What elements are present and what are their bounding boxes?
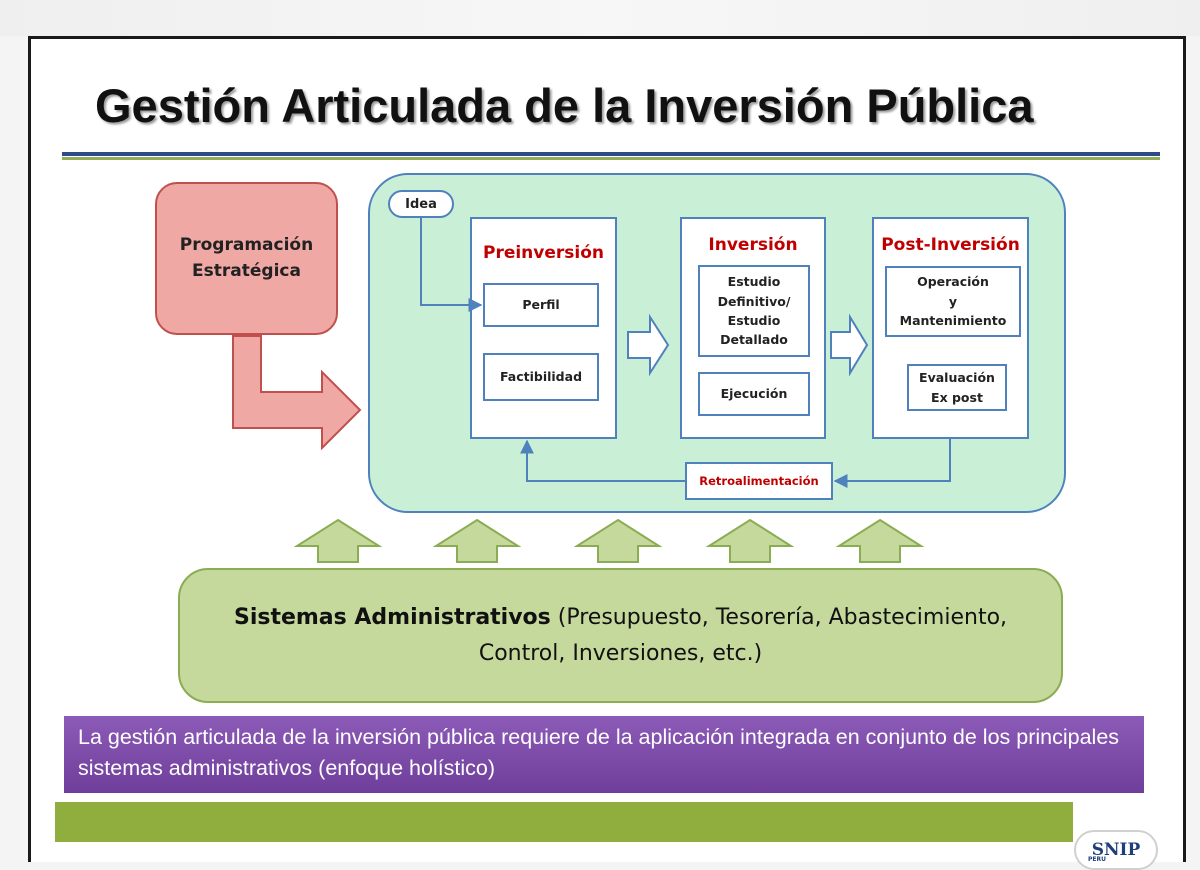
operacion-mantenimiento-box: Operación y Mantenimiento bbox=[885, 266, 1021, 337]
holistic-note-text: La gestión articulada de la inversión pú… bbox=[78, 725, 1120, 781]
top-watermark bbox=[0, 0, 1200, 36]
preinversion-to-inversion-arrow bbox=[627, 313, 670, 377]
idea-box: Idea bbox=[388, 190, 454, 218]
preinversion-title: Preinversión bbox=[482, 243, 605, 263]
evaluacion-expost-box: Evaluación Ex post bbox=[907, 364, 1007, 411]
retro-to-preinversion-connector bbox=[520, 439, 685, 482]
idea-label: Idea bbox=[405, 196, 437, 212]
estudio-line: Detallado bbox=[720, 332, 788, 348]
inversion-to-postinversion-arrow bbox=[830, 313, 869, 377]
up-arrow-3 bbox=[573, 518, 663, 563]
perfil-label: Perfil bbox=[522, 297, 560, 313]
operacion-line: y bbox=[948, 293, 958, 309]
sistemas-list: (Presupuesto, Tesorería, Abastecimiento,… bbox=[478, 605, 1008, 666]
snip-logo-country: PERU bbox=[1088, 856, 1106, 863]
up-arrow-5 bbox=[835, 518, 925, 563]
operacion-line: Operación bbox=[917, 274, 989, 290]
estudio-line: Estudio bbox=[727, 274, 781, 290]
up-arrow-2 bbox=[432, 518, 522, 563]
slide-title: Gestión Articulada de la Inversión Públi… bbox=[95, 79, 1034, 132]
footer-green-bar bbox=[55, 802, 1073, 842]
retroalimentacion-label: Retroalimentación bbox=[699, 474, 819, 488]
postinversion-to-retro-connector bbox=[833, 439, 951, 488]
ejecucion-label: Ejecución bbox=[720, 386, 788, 402]
programacion-bent-arrow bbox=[232, 335, 362, 451]
factibilidad-label: Factibilidad bbox=[499, 369, 583, 385]
title-rule-blue bbox=[62, 152, 1160, 156]
retroalimentacion-box: Retroalimentación bbox=[685, 462, 833, 500]
evaluacion-line: Ex post bbox=[931, 389, 983, 405]
inversion-title: Inversión bbox=[708, 235, 798, 255]
estudio-line: Estudio bbox=[727, 313, 781, 328]
postinversion-title: Post-Inversión bbox=[881, 235, 1020, 255]
programacion-line1: Programación bbox=[179, 235, 314, 255]
preinversion-stage bbox=[470, 217, 617, 439]
estudio-line: Definitivo/ bbox=[717, 293, 791, 309]
title-rule-green bbox=[62, 157, 1160, 160]
snip-logo-text: SNIP bbox=[1091, 840, 1141, 860]
holistic-note-banner: La gestión articulada de la inversión pú… bbox=[64, 716, 1144, 793]
operacion-line: Mantenimiento bbox=[899, 313, 1007, 329]
idea-to-perfil-connector bbox=[420, 218, 483, 312]
evaluacion-line: Evaluación bbox=[919, 370, 995, 386]
perfil-box: Perfil bbox=[483, 283, 599, 327]
programacion-line2: Estratégica bbox=[192, 260, 301, 281]
up-arrow-4 bbox=[705, 518, 795, 563]
sistemas-administrativos-box: Sistemas Administrativos (Presupuesto, T… bbox=[178, 568, 1063, 703]
programacion-estrategica-box: Programación Estratégica bbox=[155, 182, 338, 335]
sistemas-title: Sistemas Administrativos bbox=[233, 605, 551, 631]
up-arrow-1 bbox=[293, 518, 383, 563]
estudio-definitivo-box: Estudio Definitivo/ Estudio Detallado bbox=[698, 265, 810, 357]
factibilidad-box: Factibilidad bbox=[483, 353, 599, 401]
snip-logo: SNIP PERU bbox=[1074, 830, 1158, 870]
ejecucion-box: Ejecución bbox=[698, 372, 810, 416]
